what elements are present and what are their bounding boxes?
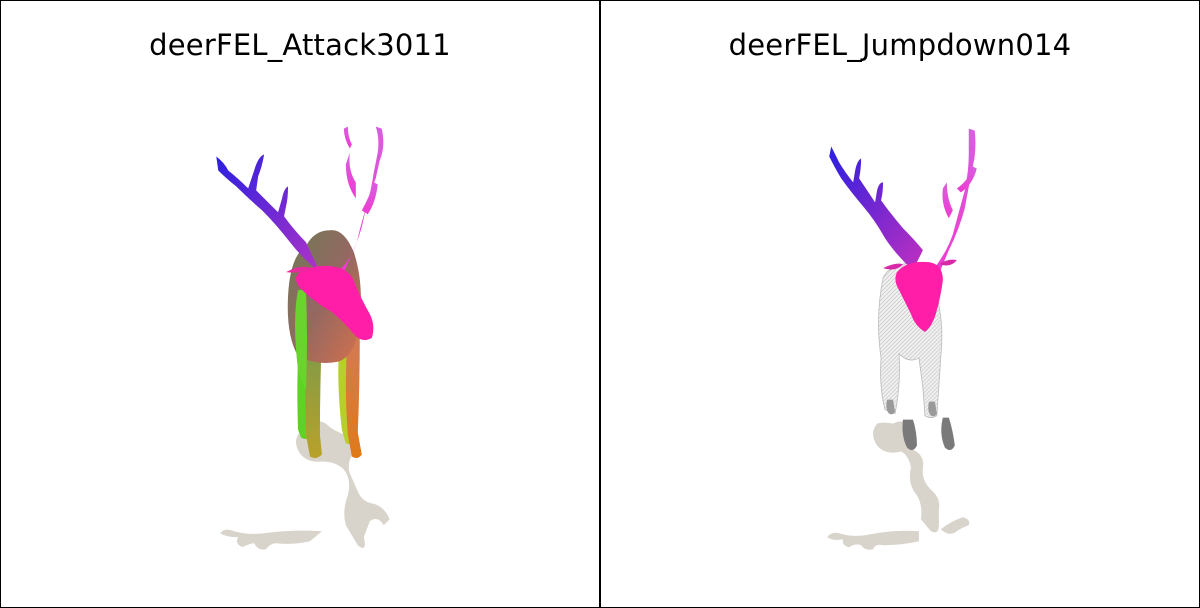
panel-left: deerFEL_Attack3011 xyxy=(1,1,601,607)
panel-right: deerFEL_Jumpdown014 xyxy=(601,1,1199,607)
deer-antler-left xyxy=(216,154,320,273)
deer-render-left xyxy=(216,126,390,550)
deer-render-right xyxy=(827,128,977,550)
panel-title-left: deerFEL_Attack3011 xyxy=(149,28,451,62)
deer-antler-right xyxy=(337,126,384,273)
deer-shadow-right xyxy=(827,421,970,550)
deer-antler-right xyxy=(932,128,977,275)
deer-antler-left xyxy=(829,146,923,271)
deer-head-right xyxy=(895,261,943,332)
deer-shadow-left xyxy=(220,420,390,550)
panel-title-right: deerFEL_Jumpdown014 xyxy=(728,28,1072,62)
deer-head-left xyxy=(296,265,374,341)
deer-hooves-right xyxy=(886,399,955,451)
